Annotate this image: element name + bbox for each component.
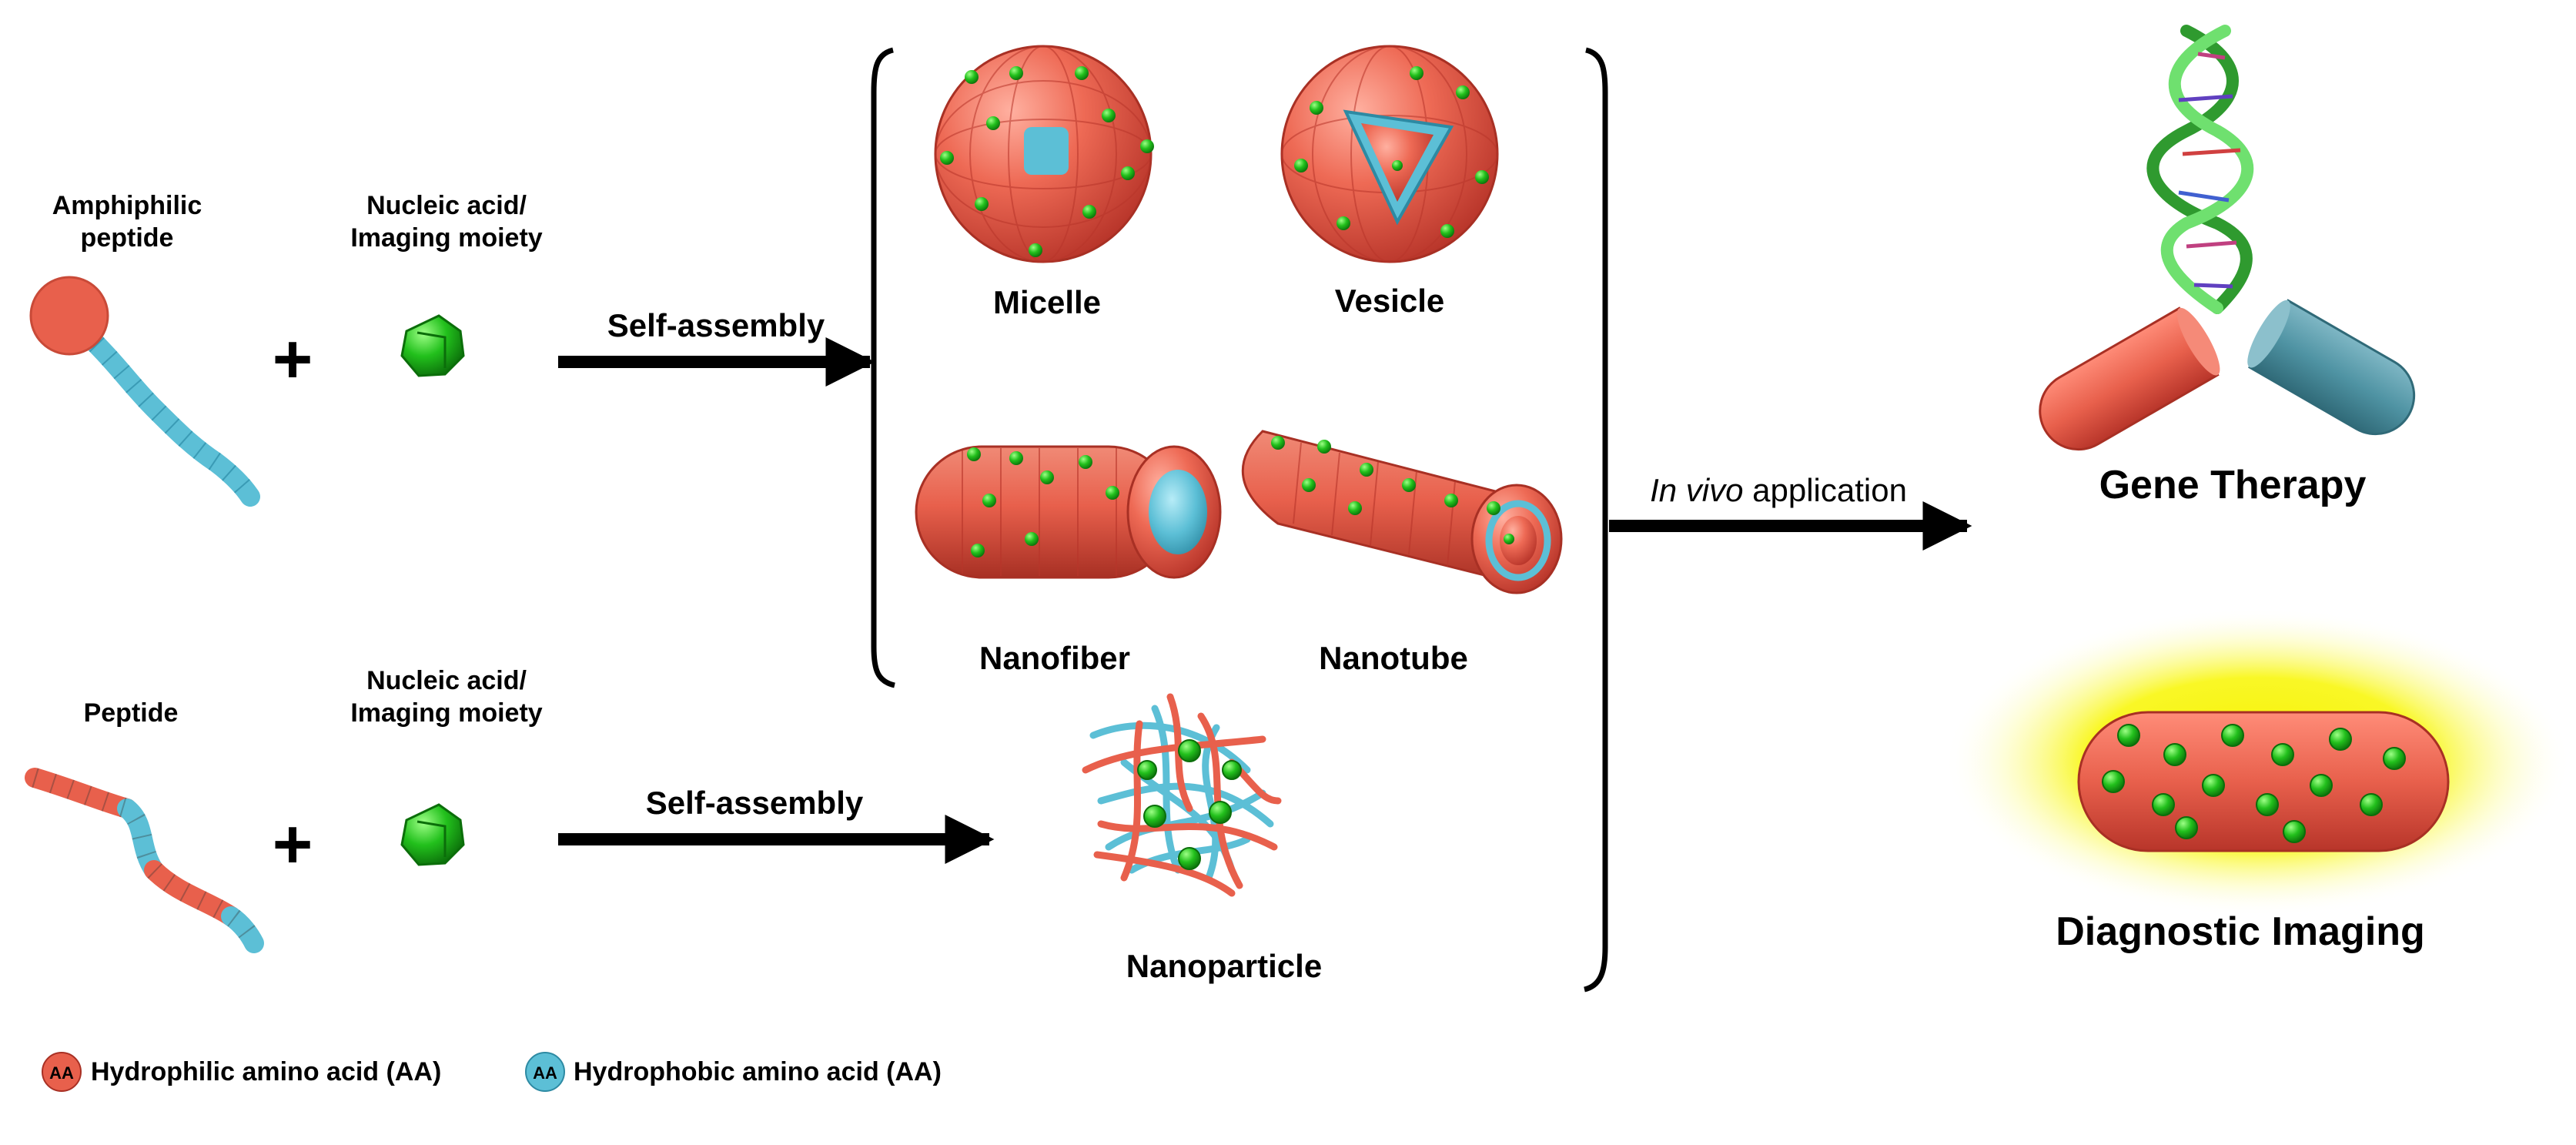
micelle-label: Micelle	[992, 284, 1102, 320]
gene-therapy-icon	[2039, 25, 2416, 451]
nanofiber-icon	[915, 445, 1222, 579]
peptide-label: Peptide	[83, 698, 179, 728]
amphiphilic-peptide-label-line1: Amphiphilic	[52, 191, 202, 220]
amphiphilic-peptide-label: Amphiphilic peptide	[23, 189, 231, 254]
amphiphilic-peptide-label-line2: peptide	[80, 223, 174, 253]
nucleic-acid-label-2-line2: Imaging moiety	[350, 698, 543, 728]
cargo-molecule-icon	[400, 803, 465, 866]
nucleic-acid-label-2-line1: Nucleic acid/	[366, 666, 527, 695]
nucleic-acid-label-1-line1: Nucleic acid/	[366, 191, 527, 220]
nanotube-icon	[1241, 430, 1563, 594]
application-text: application	[1743, 472, 1907, 508]
nucleic-acid-label-1-line2: Imaging moiety	[350, 223, 543, 253]
left-bracket	[871, 47, 895, 688]
nanoparticle-label: Nanoparticle	[1126, 948, 1323, 984]
vesicle-icon	[1280, 45, 1499, 263]
legend-hydrophobic-label: Hydrophobic amino acid (AA)	[574, 1057, 942, 1086]
legend-hydrophilic-label: Hydrophilic amino acid (AA)	[91, 1057, 442, 1086]
nucleic-acid-label-1: Nucleic acid/ Imaging moiety	[323, 189, 570, 254]
nanofiber-label: Nanofiber	[979, 640, 1130, 676]
legend-badge-text: AA	[533, 1063, 557, 1083]
plus-sign: +	[273, 321, 313, 398]
legend-hydrophobic-badge: AA	[525, 1052, 565, 1092]
self-assembly-label-2: Self-assembly	[645, 785, 864, 821]
nucleic-acid-label-2: Nucleic acid/ Imaging moiety	[323, 665, 570, 729]
legend-hydrophilic-badge: AA	[42, 1052, 82, 1092]
diagnostic-imaging-label: Diagnostic Imaging	[2056, 909, 2425, 954]
in-vivo-italic: In vivo	[1650, 472, 1744, 508]
amphiphilic-peptide-icon	[29, 276, 260, 507]
plus-sign: +	[273, 806, 313, 883]
gene-therapy-label: Gene Therapy	[2099, 463, 2367, 507]
self-assembly-label-1: Self-assembly	[607, 307, 825, 343]
peptide-icon	[25, 768, 264, 953]
right-bracket	[1583, 47, 1608, 993]
legend-badge-text: AA	[49, 1063, 74, 1083]
vesicle-label: Vesicle	[1334, 283, 1445, 319]
nanoparticle-icon	[1082, 693, 1282, 897]
nanotube-label: Nanotube	[1319, 640, 1468, 676]
diagnostic-imaging-icon	[1944, 608, 2571, 916]
micelle-icon	[934, 45, 1154, 263]
cargo-molecule-icon	[400, 314, 465, 377]
in-vivo-application-label: In vivo application	[1601, 471, 1955, 510]
